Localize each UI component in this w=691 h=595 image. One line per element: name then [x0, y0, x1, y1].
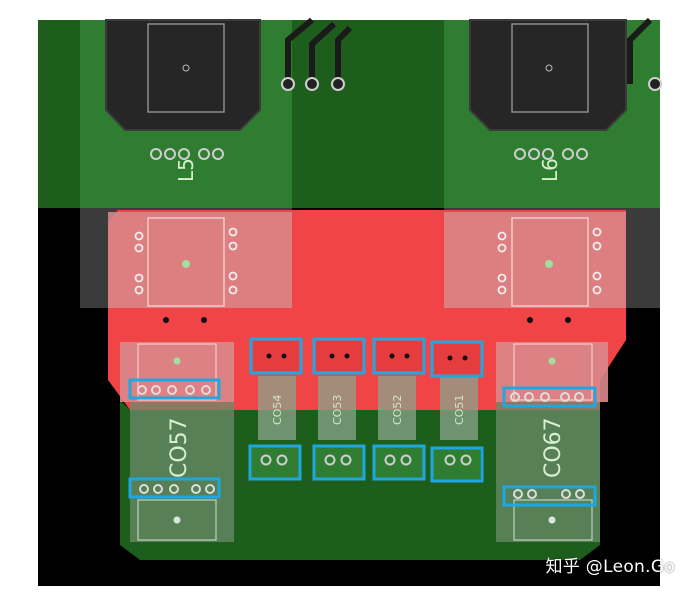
watermark: 知乎 @Leon.Go — [545, 557, 675, 577]
cap-pad-top-left — [120, 342, 234, 402]
cap-via-row-left-top — [137, 385, 211, 395]
small-cap-top-pads — [253, 341, 480, 374]
inductor-body-right — [469, 19, 627, 131]
pad-outline-right — [511, 217, 589, 307]
cap-dot-bottom-right — [548, 516, 556, 524]
pad-area-left — [108, 212, 292, 308]
pad-center-left — [182, 260, 190, 268]
small-cap-bottom-pads — [250, 446, 480, 480]
inductor-label-right: L6 — [538, 158, 562, 182]
inductor-outline-right — [511, 23, 589, 113]
cap-label-right: CO67 — [541, 417, 566, 478]
pad-vias-right — [497, 227, 602, 295]
highlight-box-co57-top — [128, 378, 221, 400]
small-cap-label-3: CO52 — [391, 395, 404, 425]
highlight-box-co52-top — [372, 337, 426, 375]
cap-via-row-right-bottom — [513, 489, 585, 499]
highlight-box-co52-bottom — [372, 444, 426, 481]
inductor-vias-right — [514, 148, 588, 160]
pad-outline-left — [147, 217, 225, 307]
small-cap-label-4: CO51 — [453, 395, 466, 425]
highlight-box-co54-bottom — [248, 444, 302, 481]
inductor-body-left — [105, 19, 261, 131]
small-cap-label-1: CO54 — [271, 395, 284, 425]
cap-pad-top-right — [496, 342, 608, 402]
highlight-box-co51-bottom — [430, 446, 484, 483]
cap-dot-bottom-left — [173, 516, 181, 524]
small-cap-top-vias — [266, 353, 468, 361]
inductor-vias-left — [150, 148, 224, 160]
highlight-box-co51-top — [430, 340, 484, 378]
cap-label-left: CO57 — [167, 417, 192, 478]
red-area-dots — [163, 317, 571, 323]
cap-via-row-left-bottom — [139, 484, 215, 494]
cap-outline-top-left — [137, 343, 217, 401]
highlight-box-co57-bottom — [128, 477, 221, 499]
top-vias — [281, 77, 662, 91]
highlight-boxes — [128, 337, 597, 507]
pad-center-right — [545, 260, 553, 268]
small-cap-label-2: CO53 — [331, 395, 344, 425]
highlight-box-co54-top — [249, 337, 303, 375]
cap-via-row-right-top — [510, 392, 584, 402]
pad-vias-left — [134, 227, 238, 295]
highlight-box-co53-top — [312, 337, 366, 375]
top-traces — [285, 17, 353, 84]
cap-dot-top-right — [548, 357, 556, 365]
highlight-box-co67-top — [502, 386, 597, 408]
cap-outline-bottom-right — [513, 499, 593, 541]
inductor-label-left: L5 — [174, 158, 198, 182]
cap-outline-bottom-left — [137, 499, 217, 541]
inductor-center-right — [545, 64, 553, 72]
inductor-outline-left — [147, 23, 225, 113]
small-cap-bottom-vias — [260, 454, 472, 466]
highlight-box-co67-bottom — [502, 485, 597, 507]
cap-body-left — [130, 402, 234, 542]
cap-dot-top-left — [173, 357, 181, 365]
right-trace — [627, 17, 653, 84]
cap-outline-top-right — [513, 343, 593, 401]
highlight-box-co53-bottom — [312, 444, 366, 481]
cap-body-right — [496, 402, 600, 542]
small-cap-bodies — [258, 376, 478, 440]
inductor-center-left — [182, 64, 190, 72]
